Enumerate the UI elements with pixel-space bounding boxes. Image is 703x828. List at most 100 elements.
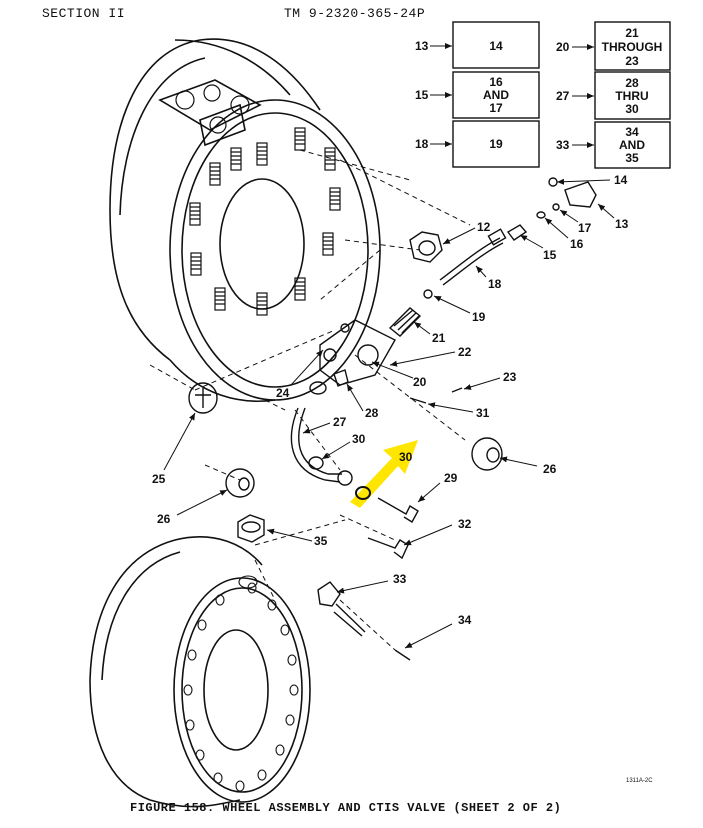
fitting-28 bbox=[333, 369, 349, 387]
index-boxes bbox=[452, 21, 671, 169]
box-27-line-1: 28 bbox=[625, 76, 639, 90]
callout-27: 27 bbox=[333, 415, 347, 429]
callout-18: 18 bbox=[488, 277, 502, 291]
box-ref-20: 20 bbox=[556, 40, 570, 54]
callout-32: 32 bbox=[458, 517, 472, 531]
figure-caption: FIGURE 158. WHEEL ASSEMBLY AND CTIS VALV… bbox=[130, 801, 562, 815]
box-33-line-3: 35 bbox=[625, 151, 639, 165]
nut bbox=[209, 116, 227, 134]
stud bbox=[256, 142, 268, 166]
box-ref-13: 13 bbox=[415, 39, 429, 53]
box-20-line-3: 23 bbox=[625, 54, 639, 68]
callout-19: 19 bbox=[472, 310, 486, 324]
leader-lines bbox=[163, 43, 615, 649]
o-ring-14 bbox=[548, 177, 558, 187]
callout-13: 13 bbox=[615, 217, 629, 231]
box-ref-18: 18 bbox=[415, 137, 429, 151]
nut-26-right bbox=[471, 437, 503, 471]
stud bbox=[329, 187, 341, 211]
callout-28: 28 bbox=[365, 406, 379, 420]
upper-wheel-rim bbox=[109, 38, 381, 403]
stud bbox=[230, 147, 242, 171]
box-15-line-2: AND bbox=[483, 88, 509, 102]
stud bbox=[294, 277, 306, 301]
o-ring-24 bbox=[309, 381, 327, 395]
o-ring-17 bbox=[552, 203, 560, 211]
box-18-line-1: 19 bbox=[489, 137, 503, 151]
o-ring-30b bbox=[355, 486, 371, 500]
stud bbox=[209, 162, 221, 186]
index-box-13 bbox=[452, 21, 540, 69]
box-20-line-1: 21 bbox=[625, 26, 639, 40]
nut bbox=[175, 90, 195, 110]
box-27-line-2: THRU bbox=[615, 89, 648, 103]
box-15-line-3: 17 bbox=[489, 101, 503, 115]
section-label: SECTION II bbox=[42, 6, 126, 21]
index-box-27 bbox=[594, 71, 671, 120]
callout-35: 35 bbox=[314, 534, 328, 548]
flange-nut-12 bbox=[409, 231, 443, 263]
callout-17: 17 bbox=[578, 221, 592, 235]
box-27-line-3: 30 bbox=[625, 102, 639, 116]
hose-18 bbox=[439, 237, 501, 281]
drawing-id: 1311A-2C bbox=[626, 778, 653, 784]
box-13-line-1: 14 bbox=[489, 39, 503, 53]
box-33-line-2: AND bbox=[619, 138, 645, 152]
callout-24: 24 bbox=[276, 386, 290, 400]
index-box-15 bbox=[452, 71, 540, 119]
box-ref-27: 27 bbox=[556, 89, 570, 103]
lower-wheel-rim bbox=[89, 536, 311, 808]
stud bbox=[324, 147, 336, 171]
nut bbox=[230, 95, 250, 115]
callout-33: 33 bbox=[393, 572, 407, 586]
callout-34: 34 bbox=[458, 613, 472, 627]
manual-number: TM 9-2320-365-24P bbox=[284, 6, 426, 21]
callout-31: 31 bbox=[476, 406, 490, 420]
callout-21: 21 bbox=[432, 331, 446, 345]
callout-26b: 26 bbox=[157, 512, 171, 526]
callout-16: 16 bbox=[570, 237, 584, 251]
callout-25: 25 bbox=[152, 472, 166, 486]
nut-26-left bbox=[225, 468, 255, 498]
screw-29 bbox=[377, 497, 419, 523]
o-ring-16 bbox=[536, 211, 546, 219]
index-box-20 bbox=[594, 21, 671, 71]
callout-30a: 30 bbox=[352, 432, 366, 446]
callout-30b-highlighted: 30 bbox=[399, 450, 413, 464]
stud bbox=[294, 127, 306, 151]
callout-26a: 26 bbox=[543, 462, 557, 476]
callout-12: 12 bbox=[477, 220, 491, 234]
valve-stem-33 bbox=[317, 581, 341, 607]
nut bbox=[203, 84, 221, 102]
box-33-line-1: 34 bbox=[625, 125, 639, 139]
callout-20: 20 bbox=[413, 375, 427, 389]
elbow-13 bbox=[564, 181, 597, 208]
index-box-33 bbox=[594, 121, 671, 169]
stud bbox=[214, 287, 226, 311]
box-ref-33: 33 bbox=[556, 138, 570, 152]
bolt-31 bbox=[409, 397, 427, 404]
nut-25 bbox=[188, 382, 218, 414]
nut-35 bbox=[237, 514, 265, 543]
screw-23 bbox=[451, 387, 463, 393]
stud bbox=[322, 232, 334, 256]
stud bbox=[190, 252, 202, 276]
callout-22: 22 bbox=[458, 345, 472, 359]
stud bbox=[256, 292, 268, 316]
o-ring-30a bbox=[308, 456, 324, 470]
wheel-studs bbox=[175, 84, 341, 316]
stud bbox=[189, 202, 201, 226]
box-ref-15: 15 bbox=[415, 88, 429, 102]
bolt-32 bbox=[367, 537, 409, 560]
box-15-line-1: 16 bbox=[489, 75, 503, 89]
cap-34 bbox=[394, 649, 411, 661]
lug-holes bbox=[183, 575, 299, 792]
box-20-line-2: THROUGH bbox=[602, 40, 663, 54]
ctis-valve-22 bbox=[319, 319, 396, 386]
o-ring-19 bbox=[423, 289, 433, 299]
callout-23: 23 bbox=[503, 370, 517, 384]
fitting-15 bbox=[506, 224, 528, 241]
callout-14: 14 bbox=[614, 173, 628, 187]
index-box-18 bbox=[452, 120, 540, 168]
